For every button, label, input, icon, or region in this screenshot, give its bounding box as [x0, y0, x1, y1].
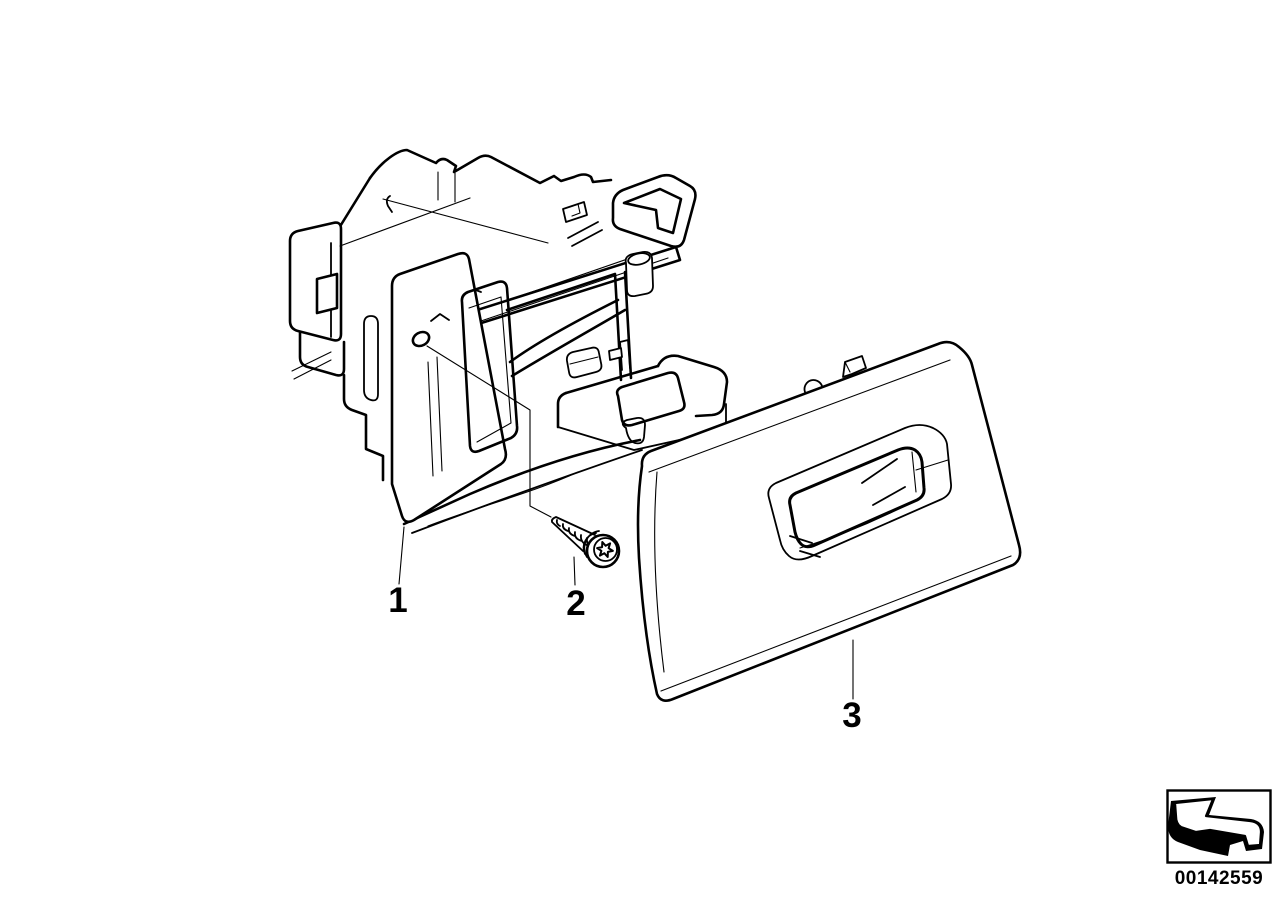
screw-head-face — [593, 537, 618, 562]
trim-cover-clip-tab — [842, 355, 867, 378]
arrow-face — [1173, 797, 1263, 848]
connector-detail-lines — [291, 351, 332, 380]
plate-window-inner — [468, 296, 512, 443]
carrier-cylinder-top — [627, 252, 651, 266]
bracket-slot — [615, 371, 686, 427]
housing-bottom-edge — [402, 438, 642, 526]
handle-recess-lines — [799, 451, 949, 549]
mounting-plate — [390, 251, 508, 524]
carrier-belly-curve-upper — [508, 298, 620, 364]
arrow-up-left-3d-icon — [1168, 797, 1264, 856]
screw-alignment-leader — [426, 345, 552, 518]
plate-window — [460, 280, 519, 454]
trim-cover-top-thickness — [648, 359, 951, 473]
handle-cutout-inner — [788, 446, 926, 549]
screw-torx-recess — [596, 541, 614, 558]
callout-3: 3 — [842, 639, 862, 735]
screw-flange-arcs — [582, 530, 600, 558]
plate-hook-tick — [430, 313, 450, 322]
connector-block-foot — [298, 331, 346, 377]
leader-line-2 — [573, 556, 576, 586]
part-number-label-2[interactable]: 2 — [566, 584, 585, 623]
plate-ribs — [427, 356, 443, 477]
housing-side-capsule-tab — [363, 315, 379, 402]
part-number-label-3[interactable]: 3 — [842, 696, 861, 735]
part-number-label-1[interactable]: 1 — [388, 581, 407, 620]
housing-lower-left-steps — [342, 373, 385, 482]
trim-cover-part-3 — [636, 340, 1022, 702]
screw-threads — [555, 519, 596, 551]
catalog-stamp: 00142559 — [1166, 789, 1272, 889]
handle-recess-creases — [789, 458, 906, 558]
frame-loop-outer — [611, 173, 697, 249]
trim-cover-clip-line — [844, 361, 851, 373]
housing-assembly-part-1 — [288, 148, 729, 534]
housing-top-silhouette — [368, 148, 613, 185]
catalog-number: 00142559 — [1175, 868, 1264, 889]
bracket-tray-left-edge — [556, 391, 568, 429]
screw-hole — [411, 330, 431, 348]
housing-bottom-edge-2 — [411, 449, 643, 534]
connector-block-hole — [315, 272, 339, 315]
screw-shaft — [550, 516, 596, 552]
top-notch-inner — [569, 203, 581, 217]
trim-cover-bottom-thickness — [660, 555, 1012, 692]
bracket-latch-cube — [565, 346, 603, 379]
trim-cover-edge-bump — [803, 379, 823, 393]
loop-neck-lines — [567, 221, 603, 247]
callout-2: 2 — [566, 556, 586, 623]
trim-cover-outline — [636, 340, 1022, 702]
bracket-pin-flag — [608, 347, 623, 361]
trim-cover-left-thickness — [654, 471, 665, 673]
housing-skirt-curve — [427, 471, 579, 527]
carrier-belly-curve-lower — [510, 308, 627, 378]
callout-1: 1 — [388, 526, 408, 620]
bracket-tray-top-edge — [564, 364, 660, 395]
top-face-creases — [339, 171, 549, 247]
top-face-hook — [385, 195, 393, 213]
handle-cutout-outer — [767, 424, 952, 561]
frame-loop-inner — [622, 187, 683, 235]
bracket-latch-line — [569, 356, 599, 365]
screw-part-2 — [550, 516, 621, 569]
leader-line-1 — [398, 526, 405, 585]
bracket-tab — [656, 354, 729, 418]
